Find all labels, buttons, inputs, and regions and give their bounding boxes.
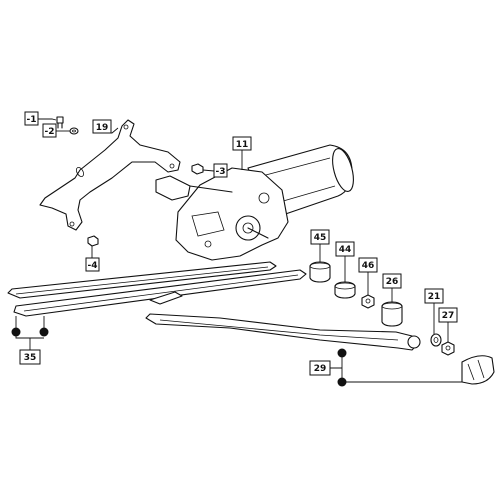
nut-part-27 (441, 341, 455, 356)
callout-45: 45 (310, 229, 330, 245)
reference-dots (11, 327, 347, 387)
callout-4-label: -4 (88, 261, 98, 271)
callout-27-label: 27 (442, 311, 455, 321)
washer-part (69, 127, 79, 135)
bolt-part (56, 116, 64, 129)
nut-part-46 (361, 294, 375, 309)
washer-part-21 (430, 333, 442, 347)
grommet-part-45 (309, 261, 331, 283)
callout-27: 27 (438, 307, 458, 323)
callout-1-label: -1 (27, 115, 37, 125)
callout-29-label: 29 (314, 364, 327, 374)
nut-part-3 (191, 163, 204, 175)
mounting-bracket (39, 119, 181, 231)
callout-2: -2 (42, 123, 57, 138)
callout-29: 29 (309, 360, 331, 376)
nut-part-4 (87, 235, 99, 247)
callout-35: 35 (19, 349, 41, 365)
callout-19: 19 (92, 119, 112, 134)
callout-3: -3 (213, 163, 228, 178)
wiper-arm (145, 313, 421, 351)
callout-45-label: 45 (314, 233, 327, 243)
callout-2-label: -2 (45, 127, 55, 137)
wiper-blade-upper (7, 261, 277, 299)
callout-21-label: 21 (428, 292, 441, 302)
callout-26: 26 (382, 273, 402, 289)
spacer-part-44 (334, 281, 356, 299)
callout-4: -4 (85, 257, 100, 272)
callout-46-label: 46 (362, 261, 375, 271)
callout-11-label: 11 (236, 140, 249, 150)
callout-44: 44 (335, 241, 355, 257)
wiper-blade-lower (13, 269, 307, 317)
callout-3-label: -3 (216, 167, 226, 177)
callout-26-label: 26 (386, 277, 399, 287)
callout-19-label: 19 (96, 123, 109, 133)
callout-21: 21 (424, 288, 444, 304)
wiper-motor (155, 144, 354, 261)
callout-1: -1 (24, 111, 39, 126)
callout-46: 46 (358, 257, 378, 273)
bushing-part-26 (381, 301, 403, 327)
callout-11: 11 (232, 136, 252, 151)
callout-44-label: 44 (339, 245, 352, 255)
arm-cap-part (461, 355, 495, 385)
callout-35-label: 35 (24, 353, 37, 363)
